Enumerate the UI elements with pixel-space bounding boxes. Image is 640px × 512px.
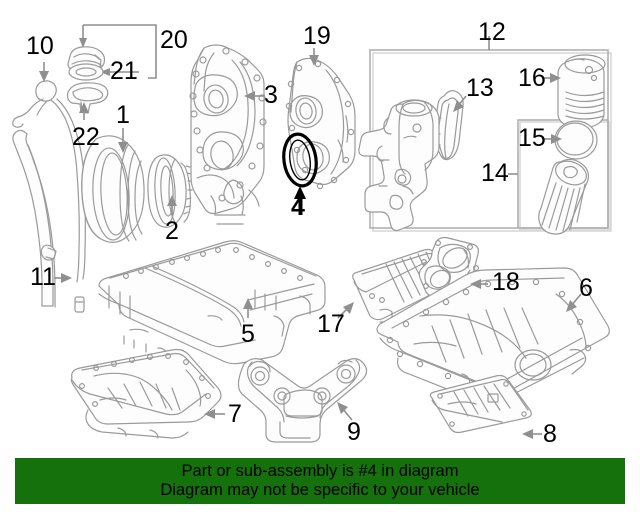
banner-line-2: Diagram may not be specific to your vehi… xyxy=(160,481,480,499)
part-oil-filter-housing-body xyxy=(358,99,440,232)
info-banner: Part or sub-assembly is #4 in diagram Di… xyxy=(15,458,625,504)
callout-arrows xyxy=(39,48,582,439)
part-8-oil-baffle-plate xyxy=(429,374,532,434)
part-19-timing-cover-right xyxy=(285,57,356,190)
callout-label-3: 3 xyxy=(264,81,278,109)
callout-label-7: 7 xyxy=(228,400,242,428)
callout-label-16: 16 xyxy=(518,64,546,92)
part-15-oil-filter-seal-ring xyxy=(554,120,598,160)
part-9-support-bracket xyxy=(237,358,368,443)
part-22-oil-filler-neck xyxy=(66,82,109,114)
part-3-timing-cover xyxy=(189,44,267,225)
callout-label-11: 11 xyxy=(30,263,56,291)
part-4-crankshaft-front-seal-highlight xyxy=(282,132,318,188)
callout-label-20: 20 xyxy=(160,26,188,54)
callout-label-9: 9 xyxy=(347,418,361,446)
part-21-seal-ring xyxy=(68,63,104,81)
part-2-vibration-damper xyxy=(147,154,193,228)
part-oil-filter-element xyxy=(538,158,589,235)
callout-label-13: 13 xyxy=(466,74,494,102)
callout-label-10: 10 xyxy=(26,32,54,60)
part-16-oil-filter-cap xyxy=(557,54,606,129)
callout-label-1: 1 xyxy=(116,101,130,129)
callout-label-4: 4 xyxy=(291,193,305,221)
callout-label-5: 5 xyxy=(241,320,255,348)
callout-label-21: 21 xyxy=(110,57,138,85)
callout-arrow-4 xyxy=(294,186,306,215)
callout-label-8: 8 xyxy=(543,420,557,448)
callout-label-19: 19 xyxy=(303,22,331,50)
callout-label-22: 22 xyxy=(72,123,100,151)
bracket-20-21 xyxy=(79,24,157,79)
part-5-upper-oil-pan xyxy=(98,240,326,365)
part-11-dipstick-tube xyxy=(12,129,85,313)
callout-label-2: 2 xyxy=(165,217,179,245)
callout-label-12: 12 xyxy=(478,18,506,46)
callout-label-17: 17 xyxy=(317,310,345,338)
part-7-oil-pan-section xyxy=(70,348,222,439)
part-1-crankshaft-pulley xyxy=(81,135,145,243)
callout-label-6: 6 xyxy=(579,274,593,302)
callout-label-14: 14 xyxy=(481,159,509,187)
banner-line-1: Part or sub-assembly is #4 in diagram xyxy=(181,462,459,480)
callout-label-18: 18 xyxy=(492,268,520,296)
callout-label-15: 15 xyxy=(518,124,546,152)
